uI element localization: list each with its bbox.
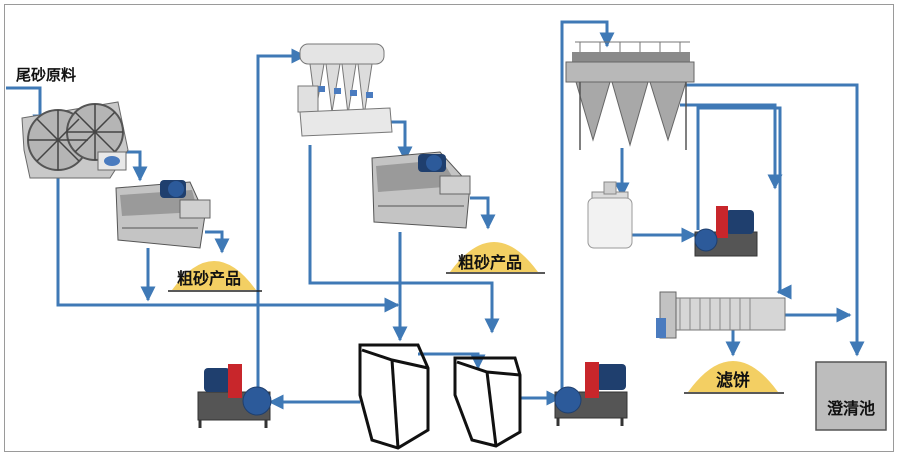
clarifier bbox=[815, 361, 887, 431]
filter-press bbox=[656, 291, 786, 339]
flow-pump2-to-thickener bbox=[560, 20, 615, 395]
flow-thickener-to-clarifier bbox=[680, 83, 865, 357]
slurry-pump-1 bbox=[197, 364, 272, 428]
clarifier-label: 澄清池 bbox=[827, 399, 875, 418]
coarse-sand-label-2: 粗砂产品 bbox=[458, 253, 522, 272]
flow-pump1-to-cyclone bbox=[256, 48, 307, 400]
dewatering-screen-1 bbox=[115, 180, 211, 249]
flow-tank1-to-tank2 bbox=[418, 352, 486, 370]
filter-cake-label: 滤饼 bbox=[716, 370, 750, 391]
flow-pump3-to-filterpress bbox=[696, 106, 792, 300]
coarse-sand-label-1: 粗砂产品 bbox=[177, 269, 241, 288]
raw-material-label: 尾砂原料 bbox=[16, 66, 76, 84]
slurry-pump-2 bbox=[554, 362, 628, 426]
flow-screen1-to-pile bbox=[205, 230, 230, 254]
flow-washer-overflow bbox=[56, 175, 400, 313]
flow-screen2-to-pile bbox=[470, 196, 496, 230]
slurry-tank-1 bbox=[358, 343, 430, 450]
flow-thickener-side bbox=[680, 103, 783, 190]
thickener bbox=[565, 41, 695, 150]
flow-lines bbox=[6, 20, 865, 410]
dewatering-screen-2 bbox=[371, 151, 471, 229]
wheel-sand-washer bbox=[21, 101, 129, 179]
coarse-sand-pile-2 bbox=[446, 242, 545, 274]
coarse-sand-pile-1 bbox=[168, 261, 262, 292]
diagram-frame bbox=[4, 4, 894, 452]
filter-cake-pile bbox=[684, 361, 784, 394]
mixing-tank bbox=[587, 181, 633, 249]
slurry-tank-2 bbox=[453, 356, 522, 448]
hydrocyclone-unit bbox=[297, 43, 393, 137]
slurry-pump-3 bbox=[694, 206, 758, 257]
